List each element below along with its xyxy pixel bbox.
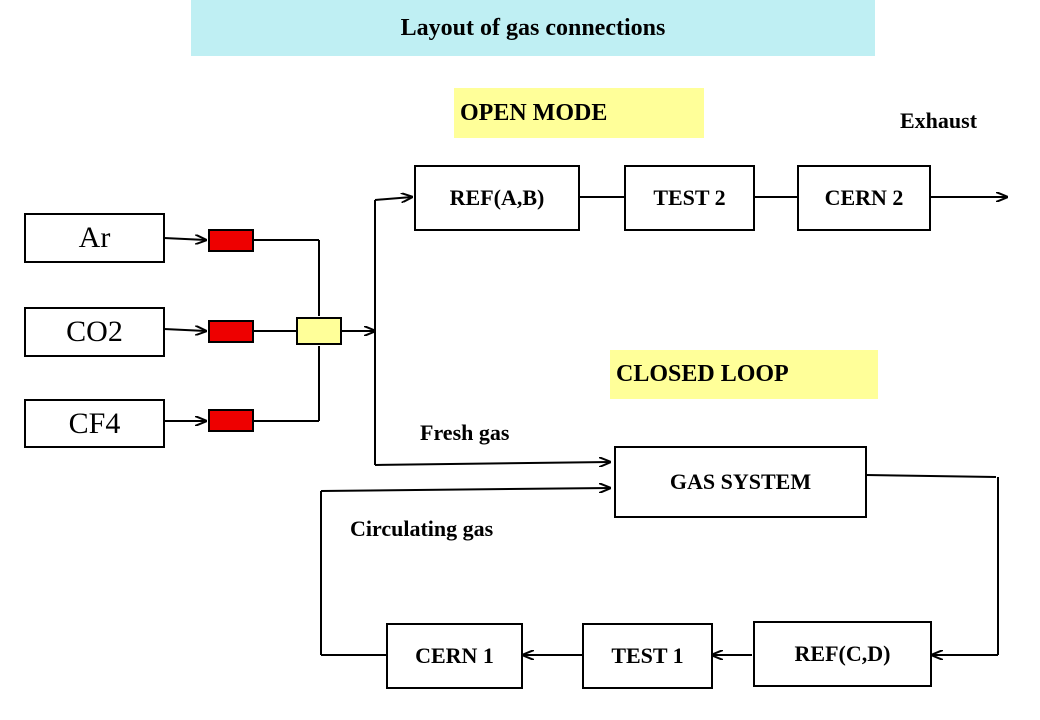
- gas-co2-box: CO2: [24, 307, 165, 357]
- ref-ab-box: REF(A,B): [414, 165, 580, 231]
- gas-system-box: GAS SYSTEM: [614, 446, 867, 518]
- ref-cd-box: REF(C,D): [753, 621, 932, 687]
- test-1-box: TEST 1: [582, 623, 713, 689]
- circulating-gas-label: Circulating gas: [350, 516, 494, 541]
- mixer-box: [296, 317, 342, 345]
- open-mode-label: OPEN MODE: [454, 88, 704, 138]
- cern-2-box: CERN 2: [797, 165, 931, 231]
- cern-1-box: CERN 1: [386, 623, 523, 689]
- gas-ar-box: Ar: [24, 213, 165, 263]
- gas-cf4-box: CF4: [24, 399, 165, 448]
- test-2-box: TEST 2: [624, 165, 755, 231]
- co2-valve: [208, 320, 254, 343]
- fresh-gas-label: Fresh gas: [420, 420, 510, 445]
- co2-line: [163, 329, 206, 331]
- ar-line: [163, 238, 206, 240]
- cf4-valve: [208, 409, 254, 432]
- diagram-title: Layout of gas connections: [191, 0, 875, 56]
- fresh-gas-line: [374, 462, 610, 465]
- closed-loop-label: CLOSED LOOP: [610, 350, 878, 399]
- ar-valve: [208, 229, 254, 252]
- exhaust-label: Exhaust: [900, 108, 978, 133]
